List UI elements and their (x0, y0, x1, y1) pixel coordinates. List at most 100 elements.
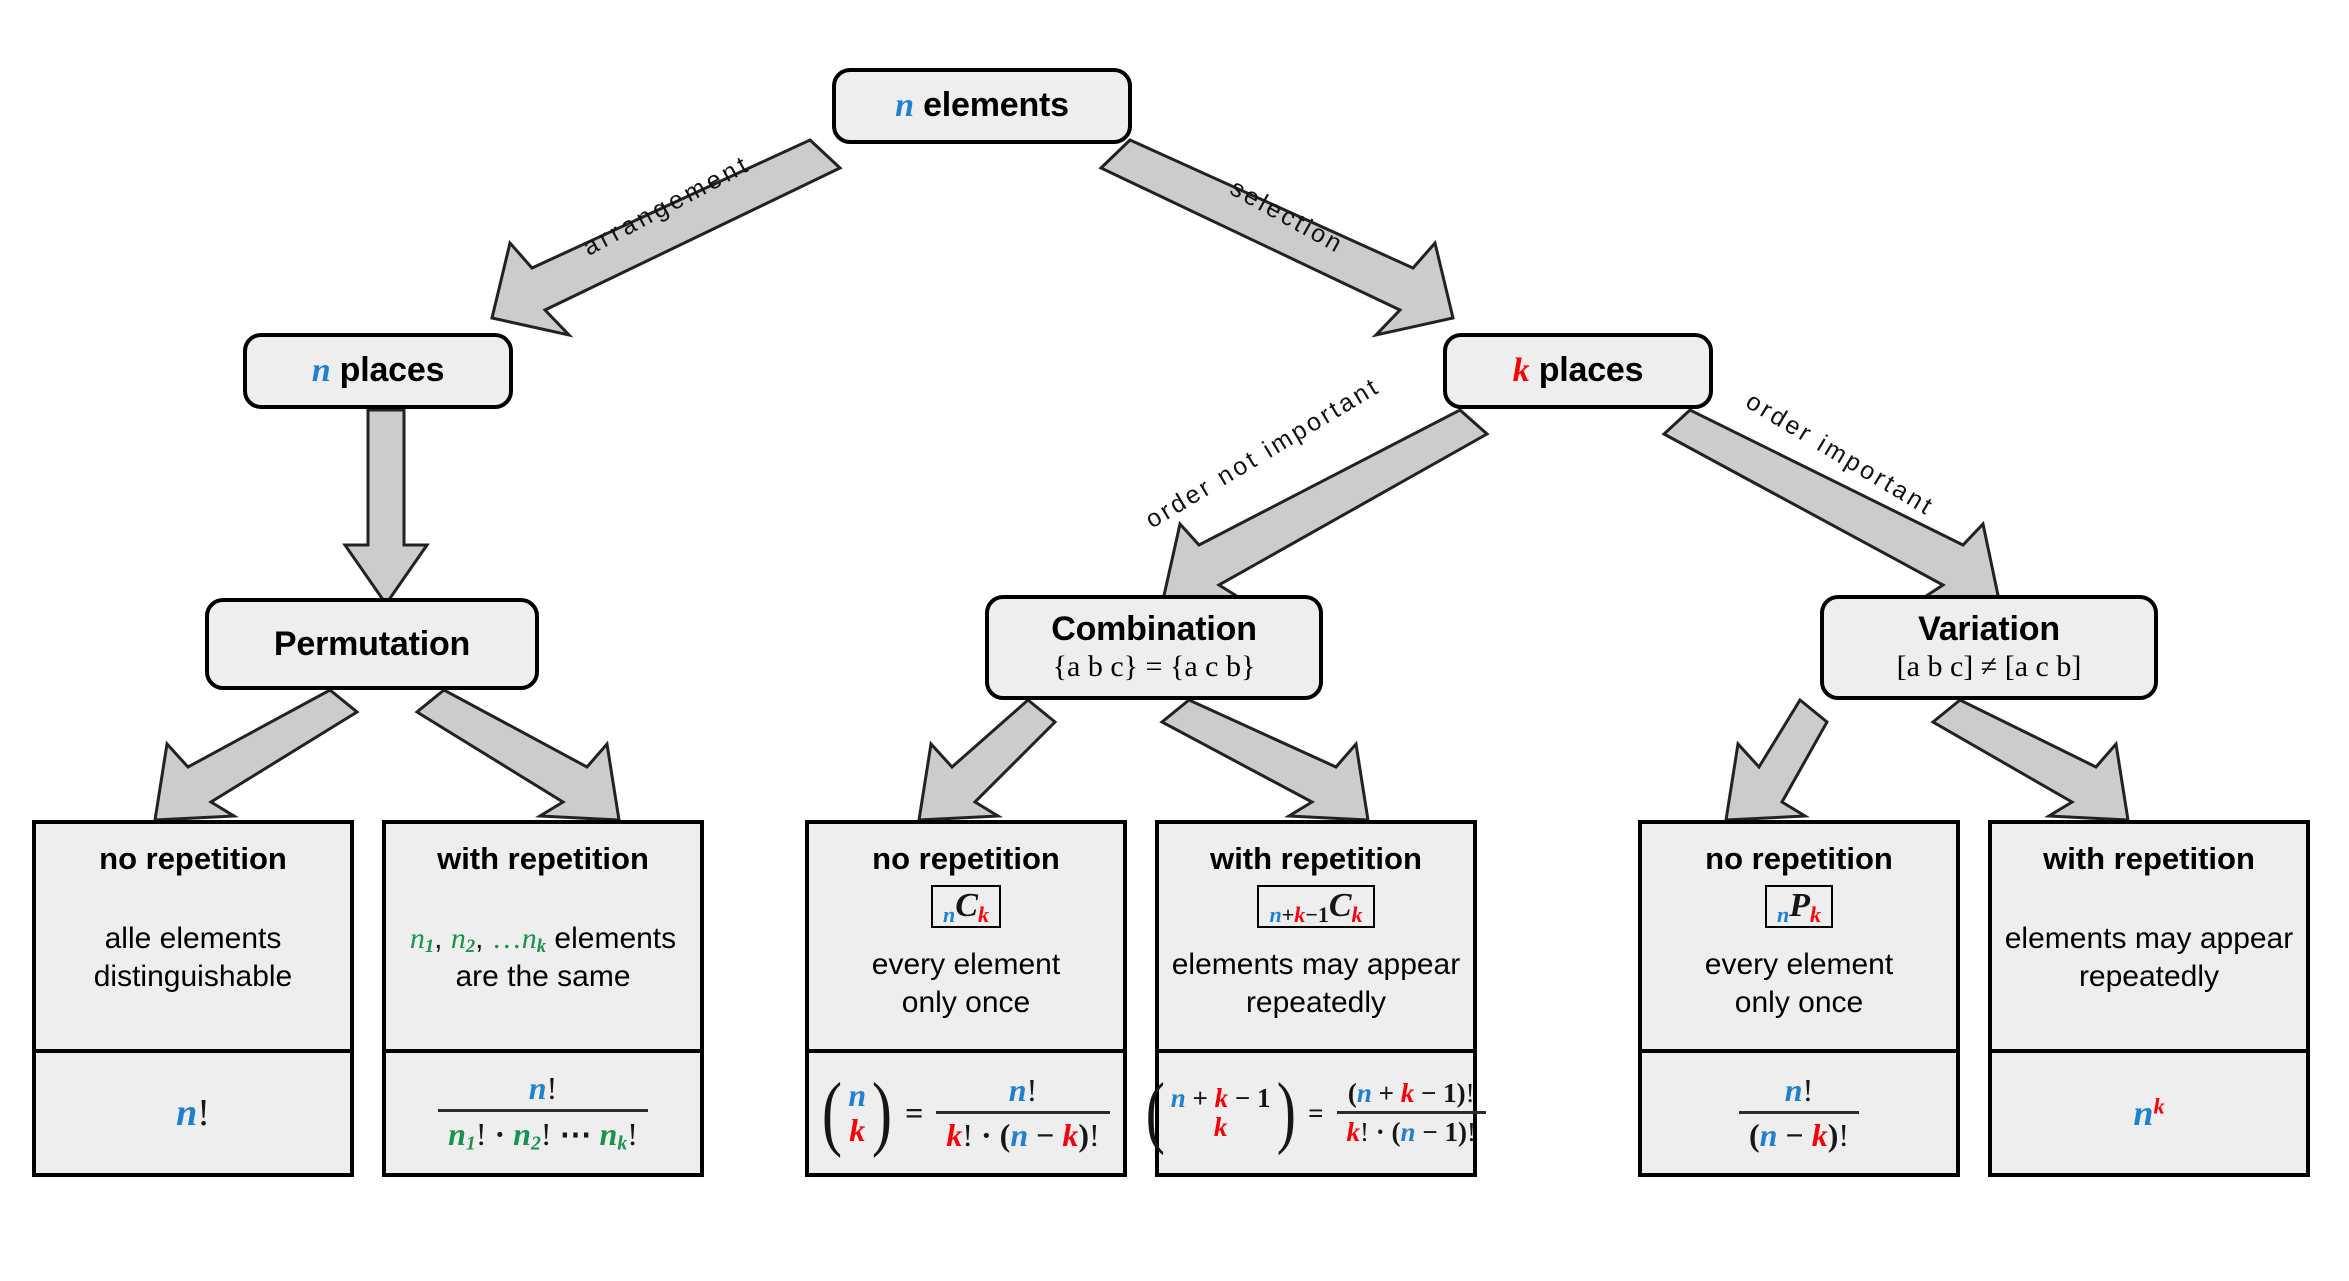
symbol-k: k (1294, 902, 1306, 928)
symbol-P: P (1789, 887, 1811, 925)
binomial-coefficient: ( n + k − 1 k ) (1145, 1068, 1296, 1157)
fraction: n! k! · (n − k)! (936, 1072, 1110, 1154)
leaf-description: elements may appear repeatedly (1172, 928, 1461, 1039)
node-permutation-title: Permutation (273, 624, 471, 663)
node-k-places[interactable]: k places (1443, 333, 1713, 409)
node-combination-title: Combination (1051, 610, 1257, 649)
leaf-desc-line2: repeatedly (1245, 985, 1387, 1019)
symbol-k: k (1062, 1117, 1079, 1153)
leaf-permutation-with-repetition[interactable]: with repetition n1, n2, …nk elements are… (382, 820, 704, 1177)
symbol-n: n (1170, 1082, 1186, 1113)
symbol-n1: n1 (409, 921, 435, 958)
symbol-n: n (1269, 902, 1282, 928)
symbol-n: n (1356, 1078, 1372, 1108)
symbol-rparen: ) (872, 1065, 893, 1159)
symbol-C: C (1328, 887, 1352, 925)
symbol-n: n (176, 1092, 198, 1134)
arrow-k-places-to-combination (1161, 408, 1490, 602)
node-combination[interactable]: Combination {a b c} = {a c b} (985, 595, 1323, 700)
symbol-lparen: ( (1145, 1068, 1165, 1157)
leaf-formula: ( n + k − 1 k ) = (n + k − 1)! k! · (n −… (1146, 1053, 1486, 1173)
symbol-nk: nk (521, 921, 547, 958)
symbol-n: n (1784, 1072, 1803, 1108)
node-n-elements[interactable]: n elements (832, 68, 1132, 144)
symbol-n2: n2 (513, 1116, 541, 1155)
leaf-formula: nk (1992, 1053, 2306, 1173)
fraction: (n + k − 1)! k! · (n − 1)! (1336, 1078, 1486, 1148)
symbol-rparen: ) (1276, 1068, 1296, 1157)
leaf-desc-line1: elements may appear (1171, 947, 1461, 981)
edge-label-arrangement: arrangement (578, 149, 756, 262)
leaf-formula: ( n k ) = n! k! · (n − k)! (809, 1053, 1123, 1173)
symbol-k: k (2153, 1093, 2165, 1119)
leaf-variation-with-repetition[interactable]: with repetition elements may appear repe… (1988, 820, 2310, 1177)
leaf-desc-line2: are the same (455, 960, 631, 994)
notation-badge-npk1Ck: n+k−1Ck (1257, 885, 1375, 929)
leaf-desc-line2: only once (901, 985, 1031, 1019)
leaf-desc-line1: every element (871, 947, 1061, 981)
symbol-k: k (1512, 352, 1530, 390)
arrow-combination-to-comb-no-rep (917, 698, 1058, 822)
leaf-permutation-no-repetition[interactable]: no repetition alle elements distinguisha… (32, 820, 354, 1177)
node-combination-subtitle: {a b c} = {a c b} (1052, 650, 1256, 684)
symbol-k: k (1351, 902, 1363, 928)
symbol-n2: n2 (450, 921, 476, 958)
leaf-variation-no-repetition[interactable]: no repetition nPk every element only onc… (1638, 820, 1960, 1177)
arrow-combination-to-comb-with-rep (1159, 698, 1370, 822)
fraction-denominator: (n − k)! (1739, 1111, 1859, 1154)
notation-badge-nPk: nPk (1764, 885, 1834, 929)
leaf-desc-line2: only once (1734, 985, 1864, 1019)
node-variation[interactable]: Variation [a b c] ≠ [a c b] (1820, 595, 2158, 700)
fraction-denominator: k! · (n − k)! (936, 1111, 1110, 1154)
leaf-desc-line1: alle elements (104, 922, 282, 956)
node-k-places-title: k places (1513, 351, 1644, 390)
leaf-formula: n! n1! · n2! ⋯ nk! (386, 1053, 700, 1173)
symbol-n: n (311, 352, 331, 390)
arrow-root-to-k-places (1098, 138, 1455, 338)
leaf-heading: no repetition (99, 841, 287, 876)
symbol-k: k (1214, 1082, 1229, 1113)
node-variation-subtitle: [a b c] ≠ [a c b] (1896, 650, 2082, 684)
leaf-description: every element only once (872, 928, 1060, 1039)
symbol-minus: − (1305, 902, 1318, 928)
edge-label-order-important: order important (1741, 387, 1940, 522)
symbol-n: n (1010, 1117, 1029, 1153)
symbol-k: k (977, 902, 989, 928)
symbol-k: k (1346, 1117, 1361, 1147)
leaf-heading: with repetition (437, 841, 649, 876)
leaf-heading: no repetition (1705, 841, 1893, 876)
leaf-combination-with-repetition[interactable]: with repetition n+k−1Ck elements may app… (1146, 820, 1486, 1177)
symbol-n: n (2133, 1093, 2154, 1133)
arrow-variation-to-var-no-rep (1724, 697, 1829, 822)
symbol-k: k (1213, 1112, 1228, 1142)
symbol-one: 1 (1317, 902, 1329, 928)
leaf-top: no repetition nCk every element only onc… (809, 824, 1123, 1053)
symbol-k: k (946, 1117, 963, 1153)
fraction-numerator: (n + k − 1)! (1347, 1078, 1475, 1108)
symbol-n1: n1 (448, 1116, 476, 1155)
fraction-numerator: n! (1784, 1072, 1814, 1108)
symbol-equals: = (905, 1094, 924, 1131)
leaf-top: with repetition elements may appear repe… (1992, 824, 2306, 1053)
fraction-numerator: n! (528, 1070, 558, 1107)
symbol-k: k (1811, 1117, 1828, 1153)
edge-label-order-not-important: order not important (1140, 371, 1385, 535)
symbol-factorial: ! (197, 1092, 210, 1134)
arrow-n-places-to-permutation (342, 408, 430, 607)
symbol-n: n (528, 1070, 547, 1107)
leaf-description: alle elements distinguishable (94, 877, 292, 1039)
node-permutation[interactable]: Permutation (205, 598, 539, 690)
node-n-places-label: places (339, 351, 445, 390)
symbol-plus: + (1281, 902, 1295, 928)
leaf-heading: no repetition (872, 841, 1060, 876)
arrow-root-to-n-places (490, 138, 843, 338)
symbol-n: n (1759, 1117, 1778, 1153)
node-n-places[interactable]: n places (243, 333, 513, 409)
symbol-C: C (955, 887, 978, 925)
node-variation-title: Variation (1918, 610, 2060, 649)
leaf-desc-line1: elements may appear (2004, 922, 2294, 956)
leaf-formula: n! (36, 1053, 350, 1173)
leaf-desc-line2: repeatedly (2078, 960, 2220, 994)
leaf-combination-no-repetition[interactable]: no repetition n Ck every element only onc… (805, 820, 1127, 1177)
node-k-places-label: places (1538, 351, 1644, 390)
